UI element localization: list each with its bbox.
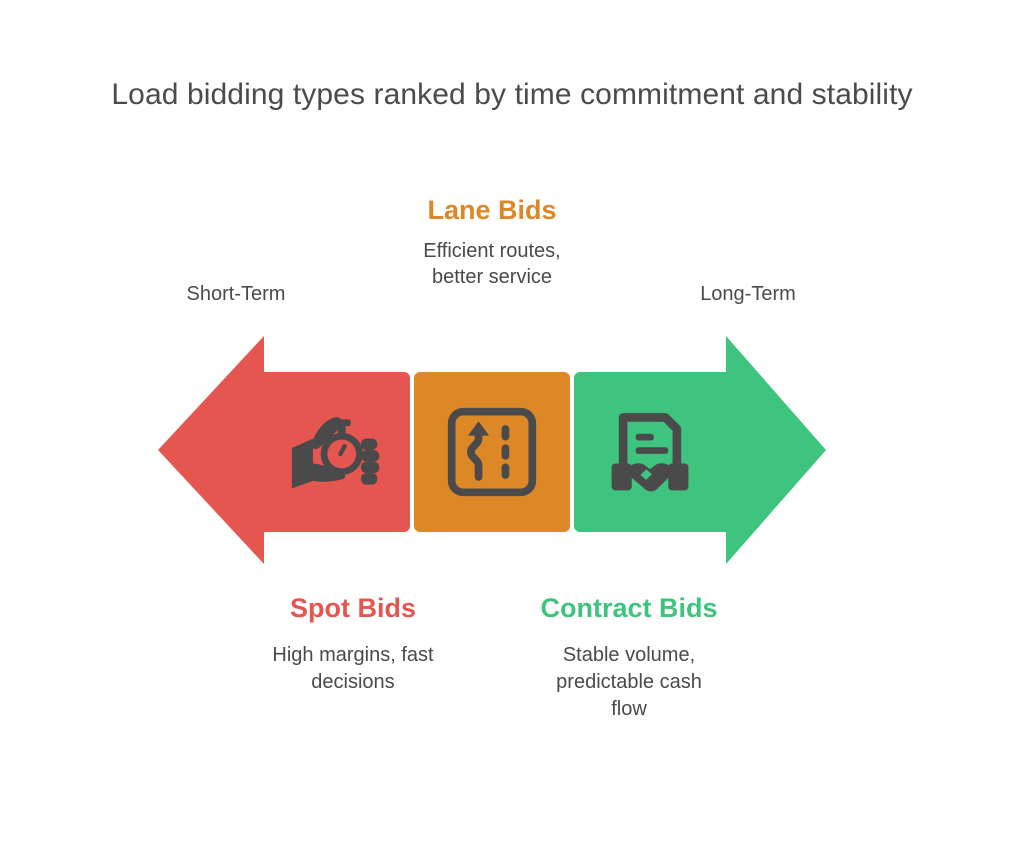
stage-icon-lane bbox=[444, 404, 540, 500]
axis-label-long-term: Long-Term bbox=[700, 283, 796, 305]
left-arrowhead-shape bbox=[158, 336, 264, 564]
contract-handshake-icon bbox=[611, 413, 689, 492]
stage-label-spot: Spot Bids High margins, fast decisions bbox=[230, 592, 476, 696]
right-arrowhead-shape bbox=[726, 336, 826, 564]
stage-label-contract: Contract Bids Stable volume, predictable… bbox=[506, 592, 752, 722]
hand-stopwatch-icon bbox=[291, 417, 380, 489]
stage-heading-contract: Contract Bids bbox=[540, 593, 718, 623]
lane-change-road-icon bbox=[447, 407, 537, 497]
stage-description-contract: Stable volume, predictable cash flow bbox=[506, 642, 752, 722]
page-title: Load bidding types ranked by time commit… bbox=[111, 78, 913, 111]
right-arrow-shaft bbox=[718, 372, 736, 532]
stage-description-contract-line1: Stable volume, bbox=[562, 644, 696, 667]
stage-description-contract-line2: predictable cash bbox=[556, 670, 702, 693]
stage-description-contract-line3: flow bbox=[611, 697, 647, 720]
stage-description-lane-line2: better service bbox=[431, 265, 553, 288]
left-arrow-shaft bbox=[250, 372, 268, 532]
stage-icon-contract bbox=[602, 404, 698, 500]
stage-description-spot-line1: High margins, fast bbox=[272, 644, 434, 667]
stage-heading-spot: Spot Bids bbox=[290, 593, 416, 623]
stage-description-spot: High margins, fast decisions bbox=[230, 642, 476, 695]
stage-description-spot-line2: decisions bbox=[311, 670, 395, 693]
axis-label-short-term: Short-Term bbox=[186, 283, 286, 305]
stage-description-lane: Efficient routes, better service bbox=[372, 239, 612, 290]
stage-label-lane: Lane Bids Efficient routes, better servi… bbox=[372, 194, 612, 291]
stage-heading-lane: Lane Bids bbox=[427, 195, 557, 225]
lane-arrow-head bbox=[468, 421, 490, 436]
stage-description-lane-line1: Efficient routes, bbox=[423, 240, 561, 263]
stage-icon-spot bbox=[288, 404, 384, 500]
